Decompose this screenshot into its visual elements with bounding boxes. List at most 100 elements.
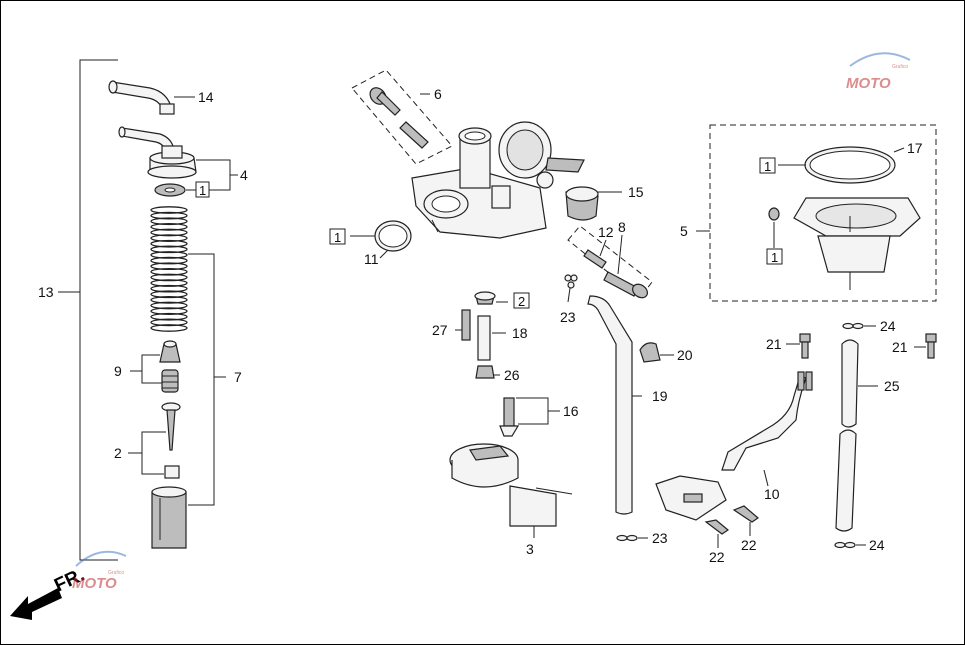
callout-22-left: 22 xyxy=(709,549,725,565)
watermark-logo-top-right: MOTO Grafico xyxy=(846,52,911,92)
spring-coil xyxy=(150,267,188,276)
svg-text:MOTO: MOTO xyxy=(72,575,117,592)
callout-2: 2 xyxy=(114,445,122,461)
spring-coil xyxy=(150,251,188,259)
spring-coil xyxy=(150,312,188,321)
qty-box-washer: 1 xyxy=(195,181,210,198)
part-21-bolt-right xyxy=(914,333,937,359)
svg-text:1: 1 xyxy=(334,230,341,245)
part-16-float-valve xyxy=(499,397,560,437)
spring-coil xyxy=(150,223,188,231)
part-27-pilot-jet xyxy=(455,309,471,341)
part-23-clip-lower xyxy=(616,534,648,542)
part-10-sensor-harness xyxy=(655,371,813,521)
part-24-clip-upper xyxy=(842,322,876,330)
part-21-bolt-left xyxy=(786,333,811,359)
bracket-7 xyxy=(188,253,226,506)
front-direction-arrow-icon xyxy=(10,588,62,620)
spring-coil xyxy=(150,211,188,220)
part-18-needle-jet xyxy=(474,291,508,361)
callout-20: 20 xyxy=(677,347,693,363)
callout-16: 16 xyxy=(563,403,579,419)
callout-13: 13 xyxy=(38,284,54,300)
part-25-vent-tube xyxy=(835,339,878,532)
callout-11: 11 xyxy=(364,251,379,267)
callout-12: 12 xyxy=(598,224,614,240)
spring-coil xyxy=(150,296,188,304)
callout-24-lower: 24 xyxy=(869,537,885,553)
callout-21-right: 21 xyxy=(892,339,908,355)
callout-19: 19 xyxy=(652,388,668,404)
part-spring-main xyxy=(150,206,188,332)
part-throttle-slide xyxy=(151,486,187,549)
callout-23-upper: 23 xyxy=(560,309,576,325)
callout-6: 6 xyxy=(434,86,442,102)
callout-14: 14 xyxy=(198,89,214,105)
callout-25: 25 xyxy=(884,378,900,394)
part-19-drain-tube xyxy=(587,295,642,515)
part-5-float-chamber-kit xyxy=(696,124,937,302)
part-22-screw-left xyxy=(704,519,730,548)
qty-box-gasket: 1 xyxy=(759,157,776,174)
spring-coil xyxy=(150,262,188,271)
qty-box-o-ring: 1 xyxy=(329,228,346,245)
part-26-main-jet xyxy=(475,365,500,379)
part-15-rubber-cap xyxy=(565,186,622,221)
callout-17: 17 xyxy=(907,140,923,156)
svg-text:1: 1 xyxy=(764,159,771,174)
callout-26: 26 xyxy=(504,367,520,383)
part-24-clip-lower xyxy=(834,541,866,549)
callout-21-left: 21 xyxy=(766,336,782,352)
group-bracket-13 xyxy=(58,59,118,561)
spring-coil xyxy=(150,273,188,282)
part-11-o-ring xyxy=(350,220,412,259)
spring-coil xyxy=(150,245,188,254)
part-carburetor-body xyxy=(411,121,585,239)
part-20-clamp xyxy=(639,342,674,363)
part-3-float xyxy=(449,443,573,538)
qty-box-needle-jet: 2 xyxy=(513,292,530,309)
spring-coil xyxy=(150,256,188,265)
part-14-elbow-fitting xyxy=(108,80,195,115)
part-22-screw-right xyxy=(732,505,759,536)
callout-23-lower: 23 xyxy=(652,530,668,546)
svg-text:Grafico: Grafico xyxy=(108,570,124,576)
spring-coil xyxy=(150,239,188,248)
svg-text:Grafico: Grafico xyxy=(892,64,908,70)
svg-text:1: 1 xyxy=(771,250,778,265)
part-2-jet-needle xyxy=(128,402,181,479)
callout-8: 8 xyxy=(618,219,626,235)
callout-22-right: 22 xyxy=(741,537,757,553)
spring-coil xyxy=(150,324,188,332)
part-8-air-screw-kit xyxy=(567,225,653,299)
spring-coil xyxy=(150,206,188,214)
part-washer xyxy=(154,183,196,197)
spring-coil xyxy=(150,217,188,226)
svg-text:MOTO: MOTO xyxy=(846,75,891,92)
spring-coil xyxy=(150,301,188,310)
part-4-cap xyxy=(118,126,238,191)
spring-coil xyxy=(150,234,188,242)
callout-10: 10 xyxy=(764,486,780,502)
callout-4: 4 xyxy=(240,167,248,183)
callout-24-upper: 24 xyxy=(880,318,896,334)
part-23-o-rings-upper xyxy=(564,274,578,303)
callout-15: 15 xyxy=(628,184,644,200)
spring-coil xyxy=(150,228,188,237)
spring-coil xyxy=(150,318,188,327)
callout-18: 18 xyxy=(512,325,528,341)
callout-27: 27 xyxy=(432,322,448,338)
qty-box-small-ring: 1 xyxy=(766,248,783,265)
svg-text:2: 2 xyxy=(518,294,525,309)
svg-text:1: 1 xyxy=(199,183,206,198)
spring-coil xyxy=(150,290,188,299)
spring-coil xyxy=(150,307,188,315)
part-6-idle-screw-kit xyxy=(351,69,453,165)
watermark-logo-left: MOTO Grafico xyxy=(72,550,127,592)
callout-9: 9 xyxy=(114,363,122,379)
callout-5: 5 xyxy=(680,223,688,239)
spring-coil xyxy=(150,279,188,287)
part-9-needle-retainer xyxy=(130,340,181,393)
spring-coil xyxy=(150,284,188,293)
